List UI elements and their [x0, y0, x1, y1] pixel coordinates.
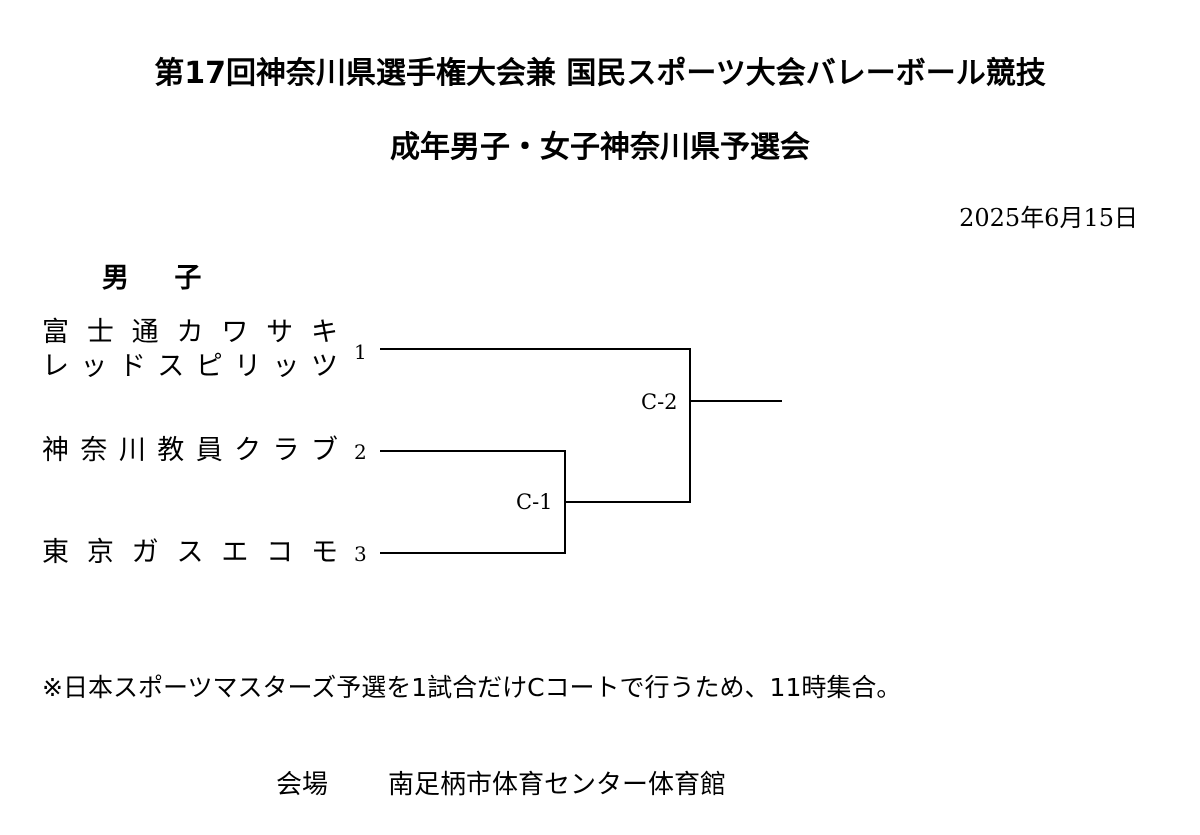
team-name-1-line2: レッドスピリッツ	[42, 351, 338, 382]
team-name-3: 東京ガスエコモ	[42, 537, 338, 568]
bracket-line-final	[689, 400, 782, 402]
bracket-line-team2	[380, 450, 566, 452]
event-date: 2025年6月15日	[959, 204, 1138, 232]
section-title-men: 男 子	[102, 263, 220, 294]
document-subtitle: 成年男子・女子神奈川県予選会	[390, 130, 810, 165]
team-name-2: 神奈川教員クラブ	[42, 435, 338, 466]
match-label-c2: C-2	[641, 390, 678, 414]
bracket-line-team3	[380, 552, 566, 554]
document-title: 第17回神奈川県選手権大会兼 国民スポーツ大会バレーボール競技	[154, 56, 1046, 91]
note-text: ※日本スポーツマスターズ予選を1試合だけCコートで行うため、11時集合。	[42, 673, 902, 702]
venue-name: 南足柄市体育センター体育館	[388, 770, 727, 800]
venue-label: 会場	[276, 770, 329, 800]
seed-number-2: 2	[354, 440, 367, 464]
bracket-connector-c2	[689, 348, 691, 503]
bracket-line-team1	[380, 348, 691, 350]
match-label-c1: C-1	[516, 490, 553, 514]
bracket-line-c1-winner	[564, 501, 691, 503]
seed-number-1: 1	[354, 340, 367, 364]
team-name-1-line1: 富士通カワサキ	[42, 317, 338, 348]
seed-number-3: 3	[354, 542, 367, 566]
